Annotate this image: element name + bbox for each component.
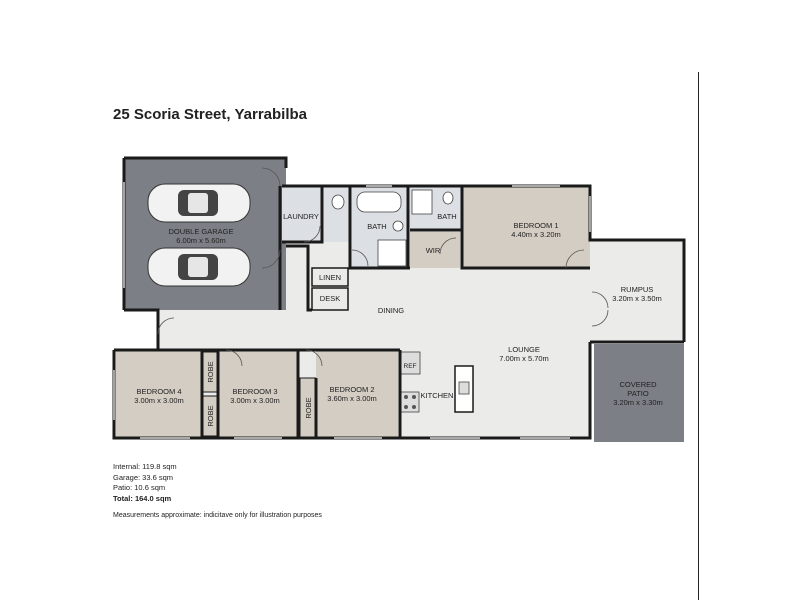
bedroom2-floor [316,350,398,438]
bedroom1-label: BEDROOM 1 [513,221,558,230]
toilet-floor [324,186,350,242]
robe2-label: ROBE [206,405,215,426]
bedroom3-label: BEDROOM 3 [232,387,277,396]
patio-floor [594,344,684,442]
laundry-floor [282,186,322,242]
bedroom3-floor [218,350,298,438]
total-area: Total: 164.0 sqm [113,494,172,504]
garage-area: Garage: 33.6 sqm [113,472,174,482]
bath1-label: BATH [367,222,386,231]
kitchen-label: KITCHEN [421,391,454,400]
bedroom4-size: 3.00m x 3.00m [134,396,184,405]
bedroom1-size: 4.40m x 3.20m [511,230,561,239]
laundry-label: LAUNDRY [283,212,319,221]
plan-title: 25 Scoria Street, Yarrabilba [113,106,307,123]
bedroom2-label: BEDROOM 2 [329,385,374,394]
desk-floor [311,287,349,311]
patio-size: 3.20m x 3.30m [613,398,663,407]
page-divider [698,72,699,600]
linen-label: LINEN [319,273,341,282]
patio-area: Patio: 10.6 sqm [113,483,166,493]
basin-icon [392,220,404,232]
bedroom2-size: 3.60m x 3.00m [327,394,377,403]
wir-floor [410,232,460,268]
bedroom1-floor [462,186,590,268]
garage-label: DOUBLE GARAGE [168,227,233,236]
ref-label: REF [404,363,417,370]
bathtub-icon [356,191,402,213]
rumpus-floor [590,240,684,342]
garage-size: 6.00m x 5.60m [176,236,226,245]
toilet-icon [442,191,454,205]
patio-label: COVERED [619,380,657,389]
burner-icon [412,395,416,399]
burner-icon [404,395,408,399]
robe3-label: ROBE [304,397,313,418]
toilet-icon [331,194,345,210]
bedroom3-size: 3.00m x 3.00m [230,396,280,405]
shower-icon [377,239,407,267]
sink-icon [458,381,470,395]
internal-area: Internal: 119.8 sqm [113,462,177,471]
desk-label: DESK [320,294,340,303]
area-summary: Internal: 119.8 sqm Garage: 33.6 sqm Pat… [113,462,177,505]
robe1-label: ROBE [206,361,215,382]
cooktop-icon [400,391,420,413]
burner-icon [412,405,416,409]
car-icon [147,247,251,287]
patio-label-line2: PATIO [627,389,649,398]
bath2-label: BATH [437,212,456,221]
bedroom4-label: BEDROOM 4 [136,387,181,396]
burner-icon [404,405,408,409]
wir-label: WIR [426,246,441,255]
shower-icon [411,189,433,215]
lounge-size: 7.00m x 5.70m [499,354,549,363]
lounge-label: LOUNGE [508,345,540,354]
windows [113,182,591,439]
door-swings [157,167,609,367]
rumpus-size: 3.20m x 3.50m [612,294,662,303]
bedroom4-floor [116,350,202,438]
rumpus-label: RUMPUS [621,285,654,294]
car-icon [147,183,251,223]
linen-floor [311,267,349,287]
disclaimer-note: Measurements approximate: indicitave onl… [113,512,322,519]
dining-label: DINING [378,306,404,315]
